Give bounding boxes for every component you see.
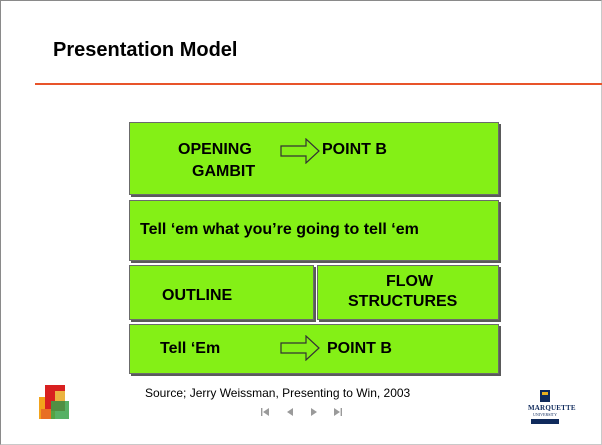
previous-slide-icon[interactable] bbox=[283, 405, 297, 419]
opening-label: OPENING bbox=[178, 141, 252, 158]
tell-em-what-box: Tell ‘em what you’re going to tell ‘em bbox=[129, 200, 499, 261]
last-slide-icon[interactable] bbox=[331, 405, 345, 419]
gambit-label: GAMBIT bbox=[192, 163, 256, 180]
marquette-crest-icon bbox=[540, 390, 550, 402]
structures-label: STRUCTURES bbox=[348, 293, 458, 310]
next-slide-icon[interactable] bbox=[307, 405, 321, 419]
point-b-label-2: POINT B bbox=[327, 340, 392, 357]
tell-em-what-text: Tell ‘em what you’re going to tell ‘em bbox=[140, 221, 419, 238]
first-slide-icon[interactable] bbox=[258, 405, 272, 419]
source-citation: Source; Jerry Weissman, Presenting to Wi… bbox=[145, 386, 411, 400]
tagline-bar bbox=[531, 419, 559, 424]
decorative-logo-icon bbox=[39, 385, 69, 419]
tell-em-box: Tell ‘Em POINT B bbox=[129, 324, 499, 374]
slide-title: Presentation Model bbox=[53, 39, 238, 61]
tell-em-label: Tell ‘Em bbox=[160, 340, 221, 357]
flow-label: FLOW bbox=[386, 273, 434, 290]
flow-structures-box: FLOW STRUCTURES bbox=[317, 265, 499, 320]
point-b-label-1: POINT B bbox=[322, 141, 387, 158]
right-arrow-icon bbox=[280, 335, 320, 361]
outline-label: OUTLINE bbox=[162, 287, 233, 304]
opening-gambit-box: OPENING GAMBIT POINT B bbox=[129, 122, 499, 195]
marquette-wordmark: MARQUETTE bbox=[528, 404, 576, 412]
title-underline bbox=[35, 83, 602, 85]
university-wordmark: UNIVERSITY bbox=[533, 412, 557, 417]
right-arrow-icon bbox=[280, 138, 320, 164]
outline-box: OUTLINE bbox=[129, 265, 314, 320]
marquette-logo: MARQUETTE UNIVERSITY bbox=[528, 389, 576, 425]
